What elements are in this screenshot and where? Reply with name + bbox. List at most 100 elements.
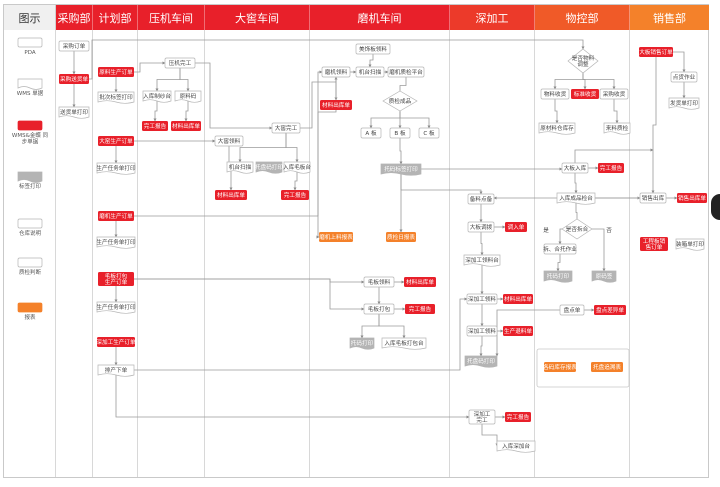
node-label: 大板销售订单 <box>639 48 673 56</box>
header-label: 计划部 <box>98 11 132 25</box>
node-mj-mbrep <box>405 304 435 314</box>
connector <box>651 57 657 194</box>
node-jh-task2 <box>96 236 136 249</box>
node-jh-plan <box>97 91 135 104</box>
node-yj-rep <box>142 121 168 131</box>
node-label: 压机完工 <box>169 59 192 67</box>
node-label: 生产任务单打印 <box>96 303 136 311</box>
header-label: 磨机车间 <box>357 11 402 25</box>
node-mj-mbout <box>404 277 436 287</box>
node-label: 深加工完工 <box>474 410 491 424</box>
legend-swatch <box>17 302 43 313</box>
node-wk-lab2 <box>591 270 617 283</box>
node-wk-store <box>556 192 596 205</box>
node-label: 完工报告 <box>507 413 530 421</box>
node-wk-ab <box>543 243 577 255</box>
node-jh-sc1 <box>98 67 134 77</box>
node-label: 入库毛板打包台 <box>384 339 424 347</box>
node-dy-print <box>226 161 254 174</box>
connector <box>115 375 470 419</box>
node-label: 是否拆合 <box>566 225 589 233</box>
node-label: 送货单打印 <box>60 108 88 116</box>
legend-swatch <box>17 78 43 90</box>
node-dy-in <box>283 161 311 174</box>
node-label: 磨机质检平台 <box>389 68 423 76</box>
legend-label: PDA <box>24 50 35 56</box>
legend-label: 仓库说明 <box>19 229 42 237</box>
node-label: 磨机生产订单 <box>99 212 133 220</box>
node-jh-sc4 <box>98 272 134 286</box>
header-sales: 销售部 <box>630 5 709 30</box>
node-label: 质检成品 <box>389 97 412 105</box>
connector <box>673 51 686 73</box>
node-mj-c <box>418 127 440 139</box>
node-mj-inmb <box>381 337 427 350</box>
connector-lines <box>72 39 686 447</box>
header-label: 深加工 <box>475 11 509 25</box>
connector <box>399 108 431 129</box>
connector <box>134 61 166 73</box>
node-label: 大板调拨 <box>470 223 493 231</box>
node-label: 入库制纱台 <box>143 92 171 100</box>
node-label: 销售出库单 <box>678 194 706 202</box>
node-mj-prod <box>355 43 391 55</box>
connector <box>574 148 654 163</box>
connector <box>184 101 189 122</box>
connector <box>134 278 365 311</box>
node-jh-task3 <box>96 301 136 314</box>
lane-press <box>138 30 205 477</box>
node-wk-q <box>567 48 599 74</box>
connector <box>400 174 483 195</box>
node-mj-a <box>360 127 382 139</box>
node-wk-lab1 <box>543 270 573 283</box>
node-label: 销售出库 <box>642 194 665 202</box>
node-label: 批次标签打印 <box>99 93 133 101</box>
node-label: 否 <box>606 227 612 234</box>
flow-nodes: 采购订单采购送货单送货单打印原料生产订单批次标签打印大窑生产订单生产任务单打印磨… <box>58 40 707 453</box>
node-wk-ok <box>561 218 593 240</box>
node-yj-lab <box>174 90 202 103</box>
connector <box>574 173 578 194</box>
node-jh-task1 <box>96 162 136 175</box>
connector <box>293 172 298 191</box>
node-xs-pack <box>675 238 705 251</box>
node-label: 采购收货 <box>603 90 626 98</box>
node-label: 完工报告 <box>409 305 432 313</box>
node-label: 是 <box>543 227 549 234</box>
connector <box>368 54 374 68</box>
side-scroll-handle[interactable] <box>711 194 720 220</box>
node-wk-r1 <box>544 362 576 372</box>
node-label: A 板 <box>365 129 377 137</box>
node-label: 大板入库 <box>564 164 587 172</box>
header-mill-workshop: 磨机车间 <box>310 5 450 30</box>
connector <box>613 99 619 124</box>
header-label: 采购部 <box>57 11 91 25</box>
connector <box>495 309 560 357</box>
header-material-control: 物控部 <box>535 5 630 30</box>
node-dy-rep <box>281 190 309 200</box>
node-label: 深加工领料 <box>468 327 496 335</box>
node-mj-r1 <box>319 232 353 242</box>
node-label: 毛板领料 <box>368 278 391 286</box>
node-xs-out <box>639 192 667 204</box>
node-label: B 板 <box>394 129 406 137</box>
node-label: 原料码 <box>180 92 197 100</box>
header-press-workshop: 压机车间 <box>138 5 205 30</box>
node-label: 标准收货 <box>574 90 597 98</box>
node-label: 磨机领料 <box>325 68 348 76</box>
node-dy-lab2 <box>255 161 283 174</box>
node-jh-sc2 <box>98 136 134 146</box>
node-mj-mb <box>363 276 395 288</box>
node-wk-rep <box>598 163 624 173</box>
node-label: C 板 <box>423 129 435 137</box>
connector <box>179 68 190 92</box>
node-label: 采购订单 <box>63 42 86 50</box>
lane-planning <box>93 30 138 477</box>
node-sj-rec <box>503 326 533 336</box>
connector <box>369 108 401 129</box>
node-label: 入库深加台 <box>502 442 530 450</box>
node-yj-out <box>171 121 201 131</box>
node-label: 工程板销售订单 <box>643 237 666 251</box>
